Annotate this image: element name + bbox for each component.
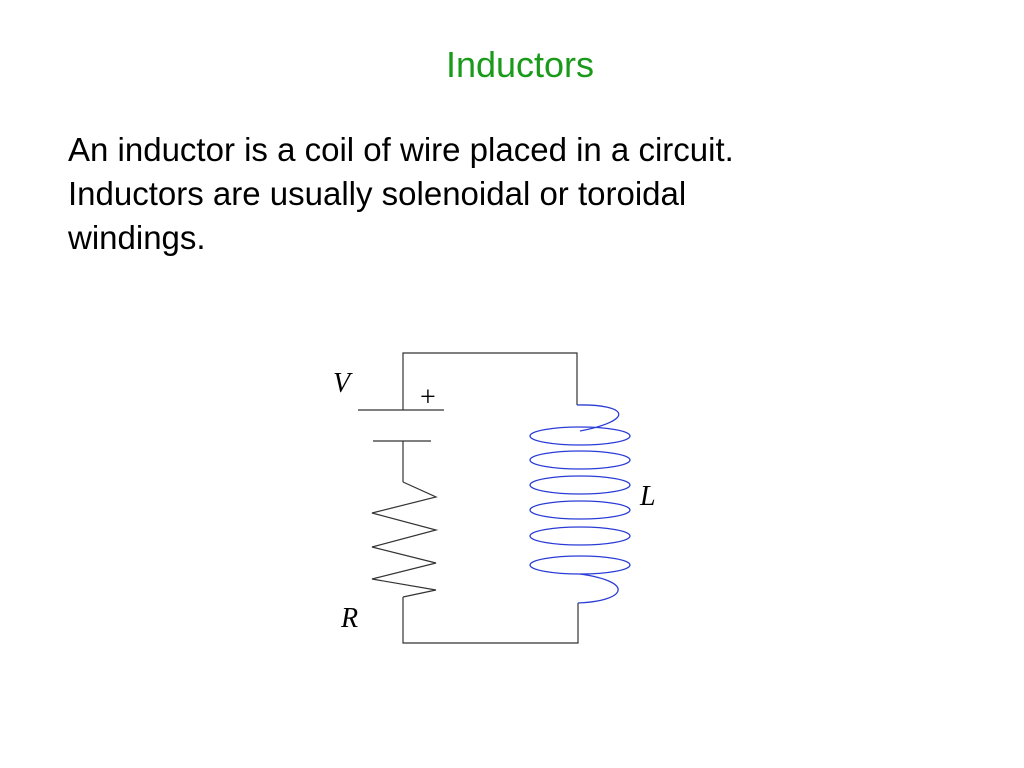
- body-line: Inductors are usually solenoidal or toro…: [68, 175, 687, 212]
- coil-lead-bottom: [577, 573, 619, 604]
- body-line: An inductor is a coil of wire placed in …: [68, 131, 734, 168]
- body-line: windings.: [68, 219, 206, 256]
- resistor-label: R: [340, 603, 358, 634]
- coil-turn: [529, 526, 631, 546]
- coil-turn: [529, 450, 631, 470]
- slide-title: Inductors: [445, 44, 595, 85]
- coil-turn: [529, 426, 631, 446]
- coil-turn: [529, 555, 631, 575]
- top-wire: [402, 352, 578, 410]
- plus-sign: +: [420, 382, 436, 413]
- voltage-label: V: [333, 368, 353, 399]
- coil-turn: [529, 500, 631, 520]
- resistor-symbol: [371, 481, 439, 598]
- inductor-coil: [529, 404, 631, 604]
- bottom-wire: [402, 597, 579, 644]
- circuit-wires: [358, 352, 579, 644]
- inductor-label: L: [639, 481, 656, 512]
- coil-turn: [529, 475, 631, 495]
- slide-body-text: An inductor is a coil of wire placed in …: [68, 128, 968, 260]
